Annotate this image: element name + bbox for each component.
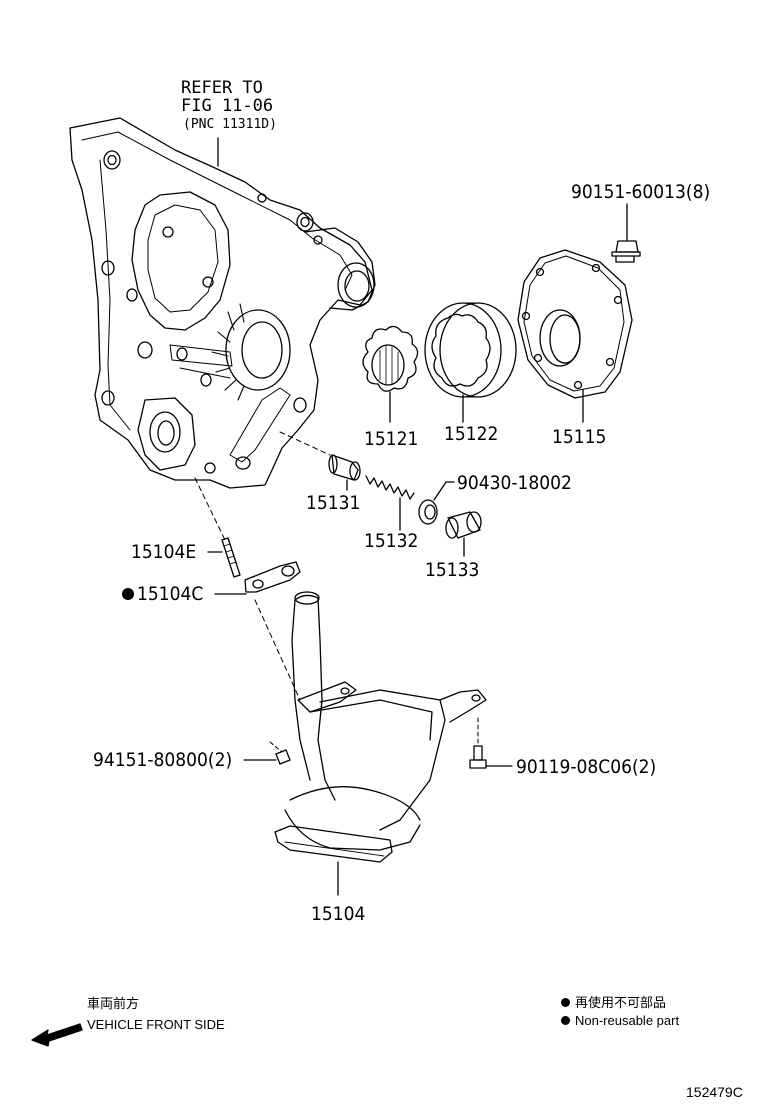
inner-rotor-15121-drawing bbox=[362, 325, 419, 423]
part-label-15122: 15122 bbox=[444, 423, 499, 445]
non-reusable-label-jp: 再使用不可部品 bbox=[561, 996, 666, 1009]
part-label-15133: 15133 bbox=[425, 559, 480, 581]
bullet-icon bbox=[561, 1016, 570, 1025]
relief-valve-15131-drawing bbox=[328, 454, 361, 491]
part-label-90430: 90430-18002 bbox=[457, 472, 572, 494]
bolt-90119-drawing bbox=[469, 717, 513, 769]
bolt-90151-drawing bbox=[611, 203, 641, 263]
part-label-94151: 94151-80800(2) bbox=[93, 749, 233, 771]
plug-15133-drawing bbox=[445, 511, 482, 557]
part-label-15104C: 15104C bbox=[122, 585, 203, 604]
gasket-15104C-drawing bbox=[214, 561, 301, 595]
outer-rotor-15122-drawing bbox=[424, 302, 517, 423]
stud-axis bbox=[194, 477, 226, 541]
strainer-axis bbox=[254, 599, 301, 701]
vehicle-front-label-en: VEHICLE FRONT SIDE bbox=[87, 1017, 225, 1032]
vehicle-front-label-jp: 車両前方 bbox=[87, 996, 140, 1011]
part-label-15121: 15121 bbox=[364, 428, 419, 450]
part-label-15131: 15131 bbox=[306, 492, 361, 514]
relief-valve-axis bbox=[279, 431, 331, 456]
refer-line-2: FIG 11-06 bbox=[181, 96, 274, 116]
non-reusable-marker-icon bbox=[122, 588, 134, 600]
pump-cover-15115-drawing bbox=[517, 249, 633, 423]
timing-cover-drawing bbox=[69, 117, 376, 489]
bullet-icon bbox=[561, 998, 570, 1007]
part-label-15104E: 15104E bbox=[131, 541, 197, 563]
refer-line-1: REFER TO bbox=[181, 78, 263, 98]
non-reusable-label-en: Non-reusable part bbox=[561, 1014, 679, 1027]
part-label-15104: 15104 bbox=[311, 903, 366, 925]
part-label-90151: 90151-60013(8) bbox=[571, 181, 711, 203]
figure-code: 152479C bbox=[686, 1084, 743, 1100]
gasket-90430-drawing bbox=[418, 481, 455, 525]
part-label-90119: 90119-08C06(2) bbox=[516, 756, 657, 778]
nut-94151-drawing bbox=[243, 741, 291, 765]
spring-15132-drawing bbox=[365, 475, 415, 531]
stud-15104E-drawing bbox=[207, 537, 241, 578]
oil-strainer-15104-drawing bbox=[274, 591, 487, 896]
part-label-15115: 15115 bbox=[552, 426, 607, 448]
part-label-15132: 15132 bbox=[364, 530, 419, 552]
refer-line-3: (PNC 11311D) bbox=[183, 117, 277, 132]
vehicle-front-arrow-icon bbox=[31, 1023, 83, 1047]
